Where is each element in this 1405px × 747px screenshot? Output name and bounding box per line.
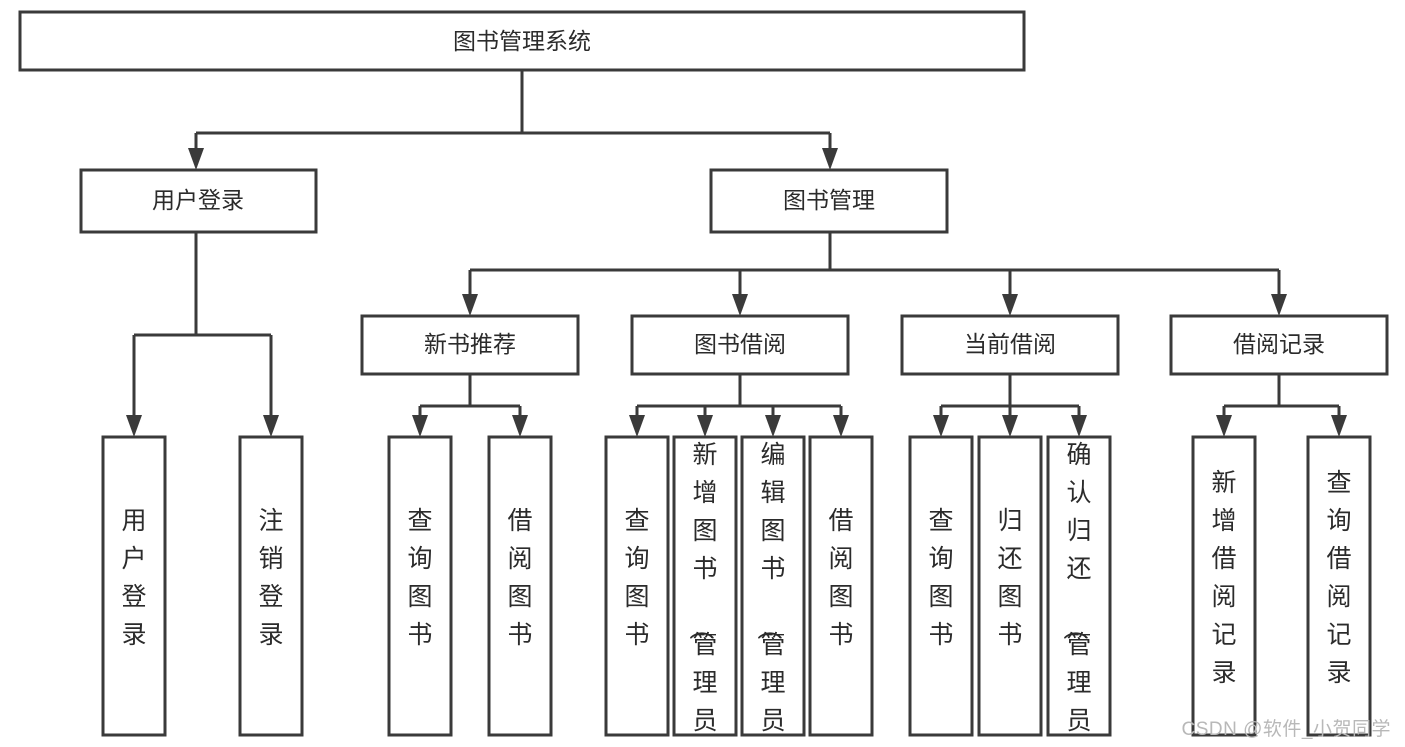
leaf-node[interactable]: 查询借阅记录 xyxy=(1306,435,1372,737)
leaf-node[interactable]: 编辑图书（管理员） xyxy=(740,435,806,747)
leaf-label-current-borrow-2: 确认归还（管理员） xyxy=(1060,441,1091,747)
leaf-node[interactable]: 注销登录 xyxy=(238,435,304,737)
arrow-head-user-login xyxy=(188,148,204,170)
leaf-box-book-borrow-2[interactable] xyxy=(740,435,806,737)
leaf-label-new-book-0: 查询图书 xyxy=(407,507,432,649)
arrow-head-book-borrow xyxy=(732,294,748,316)
leaf-label-borrow-record-1: 查询借阅记录 xyxy=(1326,469,1351,687)
leaf-node[interactable]: 确认归还（管理员） xyxy=(1046,435,1112,747)
leaf-box-new-book-0[interactable] xyxy=(387,435,453,737)
leaf-node[interactable]: 查询图书 xyxy=(387,435,453,737)
connectors-layer xyxy=(126,70,1347,437)
arrow-head-leaf-new-book-1 xyxy=(512,415,528,437)
leaf-label-new-book-1: 借阅图书 xyxy=(507,507,532,649)
arrow-head-leaf-book-borrow-3 xyxy=(833,415,849,437)
leaf-box-borrow-record-1[interactable] xyxy=(1306,435,1372,737)
leaf-node[interactable]: 用户登录 xyxy=(101,435,167,737)
node-book-borrow-label: 图书借阅 xyxy=(694,331,786,357)
leaf-label-book-borrow-1: 新增图书（管理员） xyxy=(686,441,717,747)
arrow-head-book-manage xyxy=(822,148,838,170)
leaf-box-borrow-record-0[interactable] xyxy=(1191,435,1257,737)
node-book-manage[interactable]: 图书管理 xyxy=(709,168,949,234)
arrow-head-current-borrow xyxy=(1002,294,1018,316)
leaf-label-current-borrow-0: 查询图书 xyxy=(928,507,953,649)
node-root-box[interactable] xyxy=(18,10,1026,72)
node-current-borrow-box[interactable] xyxy=(900,314,1120,376)
leaf-node[interactable]: 新增图书（管理员） xyxy=(672,435,738,747)
leaf-box-user-login-0[interactable] xyxy=(101,435,167,737)
node-borrow-record-box[interactable] xyxy=(1169,314,1389,376)
leaf-box-current-borrow-0[interactable] xyxy=(908,435,974,737)
node-current-borrow-label: 当前借阅 xyxy=(964,331,1056,357)
leaf-label-book-borrow-0: 查询图书 xyxy=(624,507,649,649)
node-root[interactable]: 图书管理系统 xyxy=(18,10,1026,72)
leaf-box-book-borrow-0[interactable] xyxy=(604,435,670,737)
arrow-head-new-book xyxy=(462,294,478,316)
node-book-manage-box[interactable] xyxy=(709,168,949,234)
leaf-box-book-borrow-3[interactable] xyxy=(808,435,874,737)
leaf-node[interactable]: 查询图书 xyxy=(908,435,974,737)
leaf-node[interactable]: 新增借阅记录 xyxy=(1191,435,1257,737)
arrow-head-leaf-current-borrow-0 xyxy=(933,415,949,437)
leaf-box-new-book-1[interactable] xyxy=(487,435,553,737)
arrow-head-leaf-borrow-record-1 xyxy=(1331,415,1347,437)
arrow-head-leaf-book-borrow-2 xyxy=(765,415,781,437)
node-new-book-recommend-label: 新书推荐 xyxy=(424,331,516,357)
leaf-node[interactable]: 借阅图书 xyxy=(808,435,874,737)
leaf-label-borrow-record-0: 新增借阅记录 xyxy=(1211,469,1236,687)
node-borrow-record-label: 借阅记录 xyxy=(1233,331,1325,357)
leaf-node[interactable]: 借阅图书 xyxy=(487,435,553,737)
leaf-box-current-borrow-2[interactable] xyxy=(1046,435,1112,737)
leaf-box-book-borrow-1[interactable] xyxy=(672,435,738,737)
leaf-nodes-layer: 用户登录 注销登录 查询图书 借阅图书 查询图书 新增图书（管理员） 编辑图书（… xyxy=(101,435,1372,747)
node-new-book-recommend-box[interactable] xyxy=(360,314,580,376)
node-root-label: 图书管理系统 xyxy=(453,28,591,54)
arrow-head-leaf-book-borrow-1 xyxy=(697,415,713,437)
leaf-node[interactable]: 查询图书 xyxy=(604,435,670,737)
arrow-head-leaf-user-login-0 xyxy=(126,415,142,437)
node-user-login-box[interactable] xyxy=(79,168,318,234)
arrow-head-borrow-record xyxy=(1271,294,1287,316)
node-new-book-recommend[interactable]: 新书推荐 xyxy=(360,314,580,376)
node-user-login[interactable]: 用户登录 xyxy=(79,168,318,234)
arrow-head-leaf-current-borrow-1 xyxy=(1002,415,1018,437)
arrow-head-leaf-new-book-0 xyxy=(412,415,428,437)
node-current-borrow[interactable]: 当前借阅 xyxy=(900,314,1120,376)
arrow-head-leaf-borrow-record-0 xyxy=(1216,415,1232,437)
arrow-head-leaf-current-borrow-2 xyxy=(1071,415,1087,437)
leaf-label-user-login-1: 注销登录 xyxy=(258,507,283,649)
node-book-borrow-box[interactable] xyxy=(630,314,850,376)
leaf-box-user-login-1[interactable] xyxy=(238,435,304,737)
arrow-head-leaf-user-login-1 xyxy=(263,415,279,437)
arrow-head-leaf-book-borrow-0 xyxy=(629,415,645,437)
leaf-box-current-borrow-1[interactable] xyxy=(977,435,1043,737)
node-borrow-record[interactable]: 借阅记录 xyxy=(1169,314,1389,376)
leaf-node[interactable]: 归还图书 xyxy=(977,435,1043,737)
leaf-label-current-borrow-1: 归还图书 xyxy=(997,507,1022,649)
node-book-manage-label: 图书管理 xyxy=(783,187,875,213)
node-book-borrow[interactable]: 图书借阅 xyxy=(630,314,850,376)
leaf-label-user-login-0: 用户登录 xyxy=(121,507,146,649)
leaf-label-book-borrow-3: 借阅图书 xyxy=(828,507,853,649)
node-user-login-label: 用户登录 xyxy=(152,187,244,213)
leaf-label-book-borrow-2: 编辑图书（管理员） xyxy=(754,441,785,747)
